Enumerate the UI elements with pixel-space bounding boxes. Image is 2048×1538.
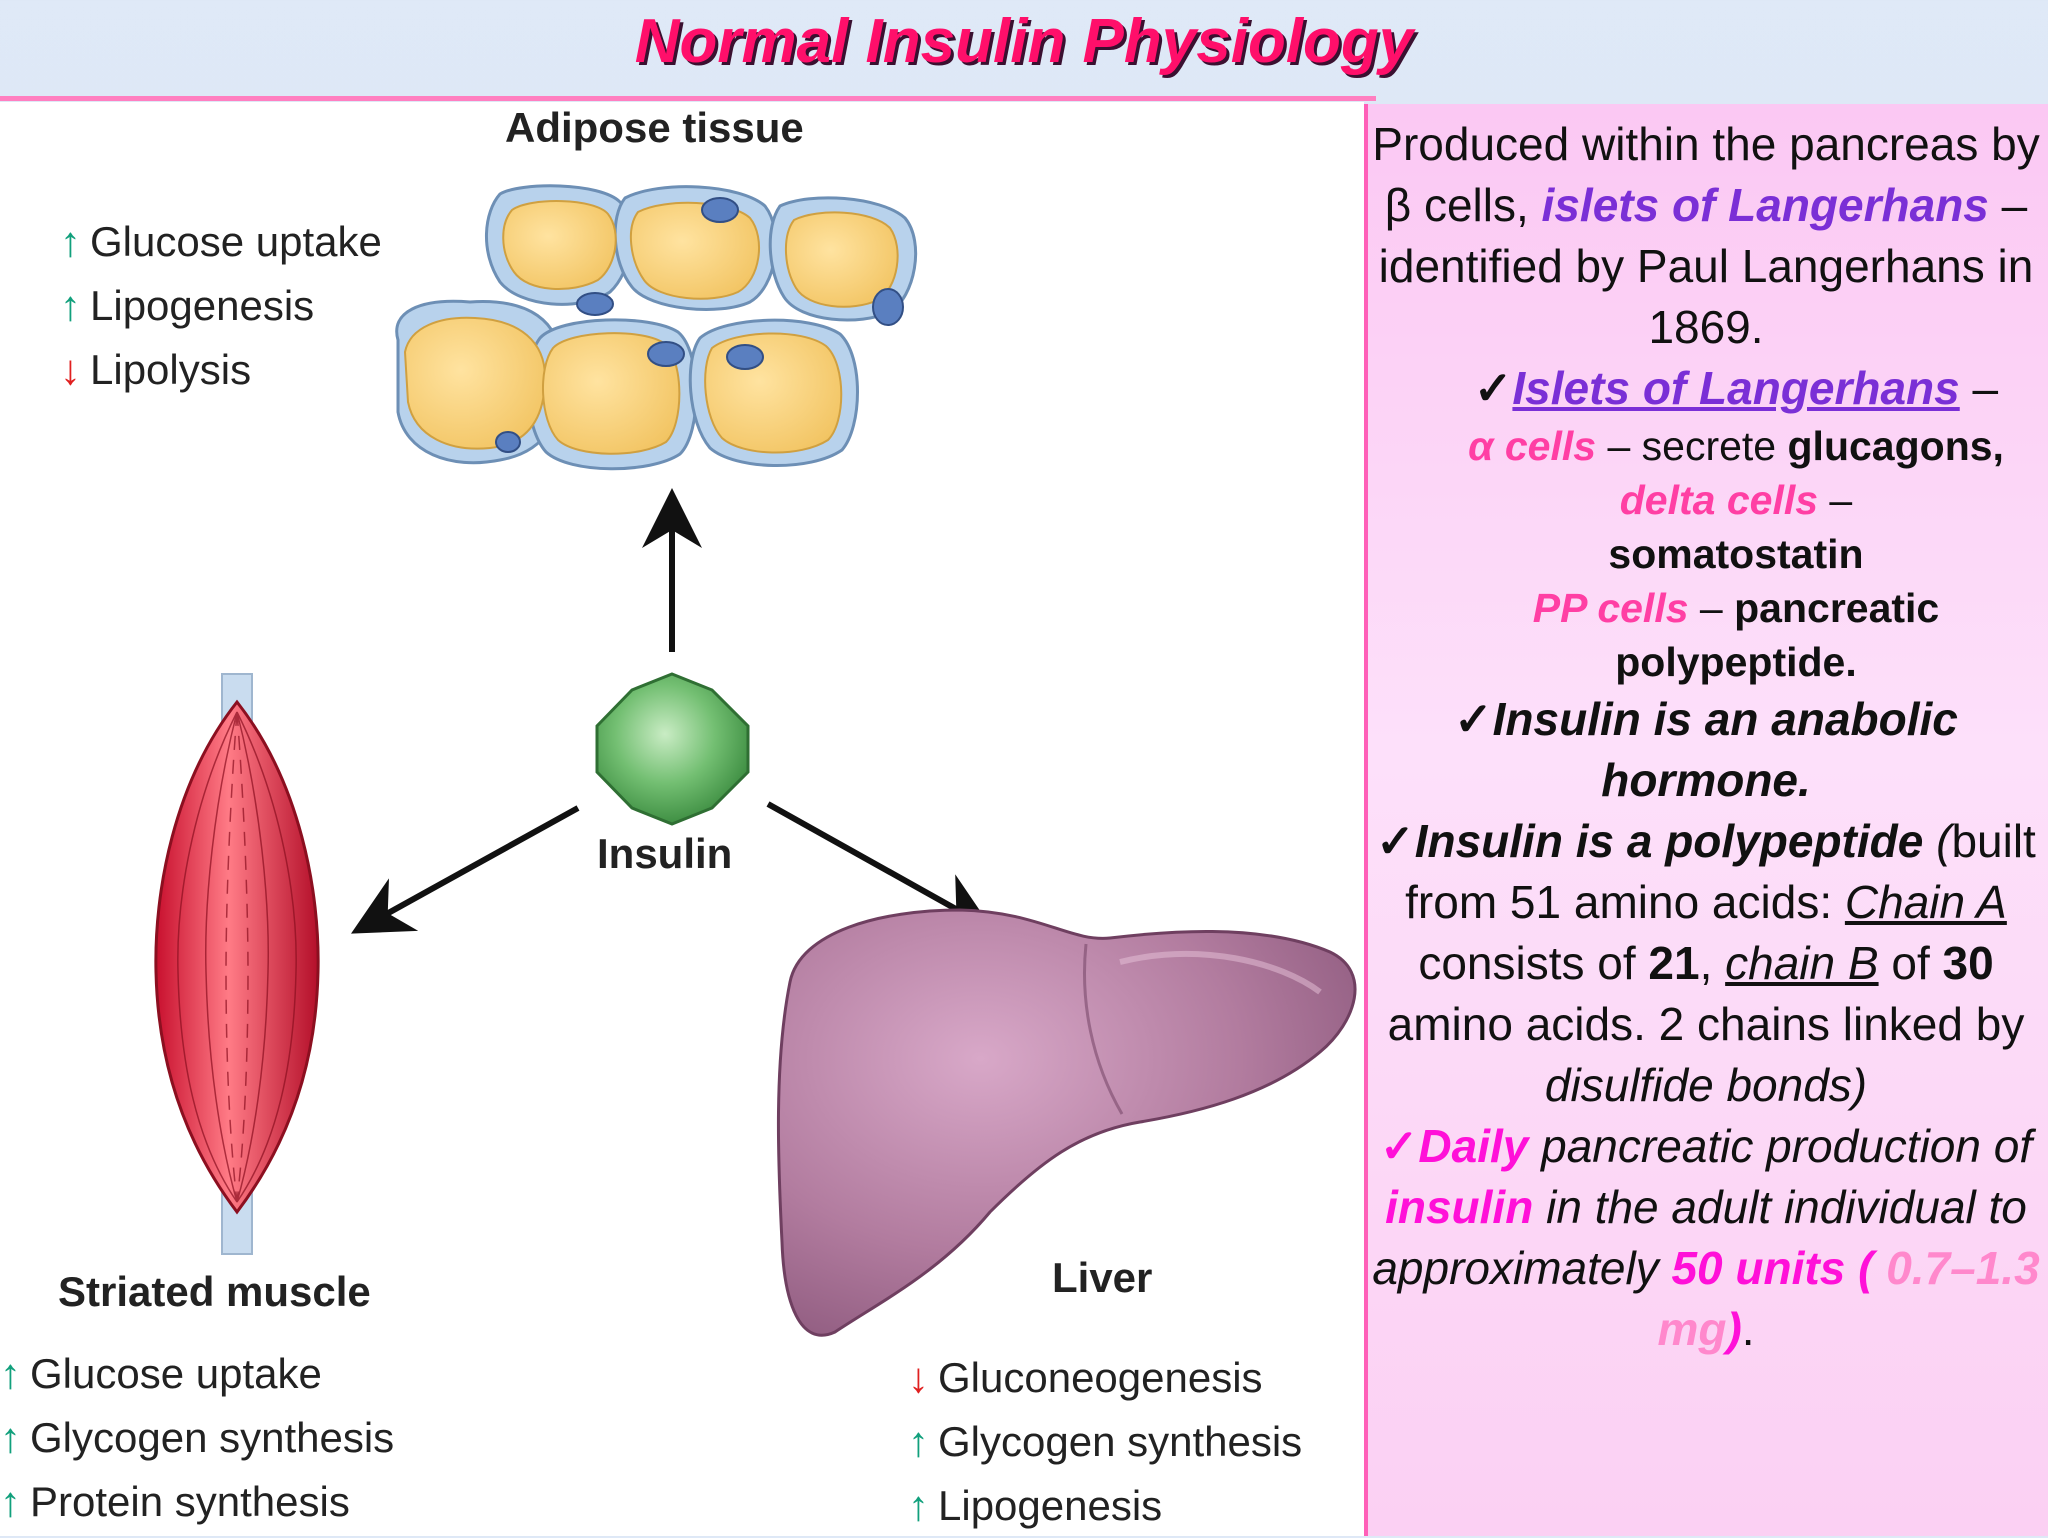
- effect-row: ↑Glucose uptake: [60, 210, 382, 274]
- check-icon: ✓: [1473, 362, 1513, 414]
- effect-row: ↑Lipogenesis: [60, 274, 382, 338]
- up-arrow-icon: ↑: [908, 1418, 929, 1465]
- effect-row: ↑Protein synthesis: [0, 1470, 394, 1534]
- check-icon: ✓: [1379, 1120, 1419, 1172]
- adipose-effects: ↑Glucose uptake ↑Lipogenesis ↓Lipolysis: [60, 210, 382, 402]
- up-arrow-icon: ↑: [0, 1478, 21, 1525]
- production-paragraph: Produced within the pancreas by β cells,…: [1372, 118, 2040, 353]
- effect-row: ↑Glucose uptake: [0, 1342, 394, 1406]
- arrow-to-liver: [766, 801, 993, 930]
- arrow-to-muscle: [351, 805, 580, 934]
- down-arrow-icon: ↓: [60, 346, 81, 393]
- islets-heading: ✓Islets of Langerhans –: [1473, 362, 1999, 414]
- text-panel: [1364, 104, 2048, 1536]
- up-arrow-icon: ↑: [908, 1482, 929, 1529]
- up-arrow-icon: ↑: [60, 218, 81, 265]
- liver-image: [776, 908, 1357, 1337]
- check-icon: ✓: [1376, 815, 1415, 867]
- adipose-label: Adipose tissue: [505, 104, 804, 151]
- title-divider: [0, 96, 1376, 101]
- adipose-tissue-image: [395, 184, 918, 471]
- insulin-diagram: [154, 184, 1357, 1337]
- anabolic-paragraph: ✓Insulin is an anabolic hormone.: [1454, 693, 1958, 806]
- liver-effects: ↓Gluconeogenesis ↑Glycogen synthesis ↑Li…: [908, 1346, 1302, 1538]
- effect-row: ↓Gluconeogenesis: [908, 1346, 1302, 1410]
- effect-row: ↑Glycogen synthesis: [908, 1410, 1302, 1474]
- insulin-facts: Produced within the pancreas by β cells,…: [1372, 114, 2040, 1360]
- polypeptide-paragraph: ✓Insulin is a polypeptide (built from 51…: [1376, 815, 2036, 1111]
- effect-row: ↓Lipolysis: [60, 338, 382, 402]
- up-arrow-icon: ↑: [60, 282, 81, 329]
- down-arrow-icon: ↓: [908, 1354, 929, 1401]
- effect-row: ↑Glycogen synthesis: [0, 1406, 394, 1470]
- effect-row: ↑Lipogenesis: [908, 1474, 1302, 1538]
- liver-label: Liver: [1052, 1254, 1153, 1301]
- daily-production-paragraph: ✓Daily pancreatic production of insulin …: [1372, 1120, 2040, 1355]
- check-icon: ✓: [1454, 693, 1493, 745]
- page-title: Normal Insulin Physiology: [634, 7, 1414, 76]
- insulin-label: Insulin: [597, 830, 733, 877]
- muscle-effects: ↑Glucose uptake ↑Glycogen synthesis ↑Pro…: [0, 1342, 394, 1534]
- muscle-label: Striated muscle: [58, 1268, 371, 1315]
- insulin-molecule-icon: [595, 672, 750, 826]
- muscle-image: [154, 673, 320, 1255]
- islets-cells: α cells – secrete glucagons, delta cells…: [1468, 423, 2004, 685]
- up-arrow-icon: ↑: [0, 1414, 21, 1461]
- up-arrow-icon: ↑: [0, 1350, 21, 1397]
